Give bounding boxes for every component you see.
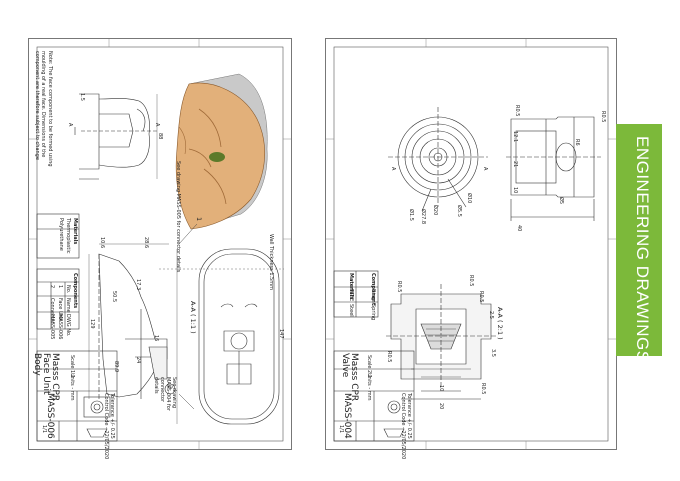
valve-tolerance: Tolerance +/- 0.25 — [406, 393, 412, 439]
valve-sec-dim-0: R0.5 — [396, 281, 402, 293]
valve-sec-dim-4: 20 — [438, 403, 444, 410]
valve-section-marker-2: A — [482, 167, 488, 171]
face-unit-front-view — [198, 248, 280, 425]
materials-heading: Materials — [72, 218, 78, 245]
drawing-sheet-face-unit: Note: The face component to be formed us… — [28, 38, 292, 459]
dim-3: 17.3 — [135, 279, 141, 291]
valve-top-view — [388, 107, 488, 212]
components-col-name: Name — [65, 298, 71, 313]
valve-sec-dim-5: 10 — [438, 385, 444, 392]
components-row-1-dwg: MASS-006 — [57, 314, 63, 340]
face-unit-tolerance: Tolerance +/- 0.25 — [109, 393, 115, 439]
dim-4: 129 — [89, 319, 95, 329]
wall-thickness-note: Wall Thickness 1.5mm — [268, 234, 274, 291]
valve-dim-d10: Ø10 — [466, 193, 472, 204]
balloon-2: 2 — [166, 385, 174, 390]
parts-row-1-mat: PTFE — [348, 289, 354, 302]
valve-dim-d20: Ø20 — [432, 205, 438, 216]
valve-drawing — [326, 39, 616, 449]
face-unit-drawing — [29, 39, 291, 449]
valve-dim-r05-b: R0.5 — [600, 111, 606, 123]
valve-dim-r05-a: R0.5 — [514, 105, 520, 117]
parts-row-2-name: Spring — [370, 304, 376, 321]
face-unit-render — [175, 73, 268, 230]
valve-dim-10: 10 — [512, 187, 518, 194]
valve-sec-dim-6: R0.5 — [480, 383, 486, 395]
face-unit-note: Note: The face component to be formed us… — [34, 51, 53, 167]
dim-8: 1.5 — [79, 93, 85, 101]
face-unit-sheet: 1/1 — [41, 425, 47, 434]
dim-7: 24 — [135, 357, 141, 364]
face-unit-section-label: A-A ( 1:1 ) — [189, 301, 197, 334]
parts-row-2-mat: Steel — [348, 304, 354, 317]
components-row-2-dwg: MASS-005 — [49, 314, 55, 340]
valve-dim-d15: Ø1.5 — [408, 209, 414, 221]
face-unit-side-profile — [98, 253, 176, 399]
dim-0: 10.6 — [99, 237, 105, 249]
valve-dim-40: 40 — [516, 225, 522, 232]
valve-sheet: 1/1 — [338, 425, 344, 434]
valve-sec-dim-3: R0.5 — [386, 351, 392, 363]
dim-5: 89.9 — [113, 361, 119, 373]
materials-row-1: Thermoplastic — [65, 218, 71, 254]
valve-parts-table — [333, 270, 379, 318]
valve-side-view — [506, 116, 601, 221]
components-row-1-no: 1 — [57, 285, 63, 289]
section-marker-a-left-2: A — [154, 123, 160, 127]
engineering-drawings-banner: ENGINEERING DRAWINGS — [616, 124, 662, 363]
dim-front-width: 147 — [278, 329, 284, 339]
components-row-2-no: 2 — [49, 285, 55, 289]
valve-dim-121: 12.1 — [512, 131, 518, 143]
drawing-sheet-valve: A-A ( 2:1 ) R0.5 12.1 21 R0.5 R6 40 10 Ø… — [325, 38, 617, 459]
section-marker-a-left-1: A — [67, 123, 73, 127]
valve-section-marker-1: A — [390, 167, 396, 171]
valve-control: Control Code - 22/05/2020 — [400, 393, 406, 460]
valve-section-view — [386, 284, 496, 400]
face-unit-units: Units - mm — [69, 373, 75, 401]
face-unit-title-block — [36, 213, 118, 442]
dim-2: 50.5 — [111, 291, 117, 303]
valve-dim-d278: Ø27.8 — [420, 209, 426, 225]
valve-units: Units - mm — [366, 373, 372, 401]
components-heading: Components — [72, 273, 78, 309]
valve-dim-d5: Ø5 — [558, 197, 564, 205]
face-unit-top-view — [74, 93, 157, 180]
valve-dim-21: 21 — [512, 161, 518, 168]
face-unit-control: Control Code - 22/05/2020 — [103, 393, 109, 460]
connector-note-2: See drawing MASS-004 for connector detai… — [153, 377, 177, 411]
valve-sec-dim-8: R0.5 — [478, 291, 484, 303]
dim-6: 16 — [153, 335, 159, 342]
components-col-dwg: DWG No. — [65, 314, 71, 337]
connector-note-1: See drawing MASS-005 for connector detai… — [175, 161, 181, 273]
dim-1: 28.6 — [143, 237, 149, 249]
balloon-1: 1 — [195, 217, 203, 222]
banner-label: ENGINEERING DRAWINGS — [633, 136, 652, 363]
valve-sec-dim-2: 2.5 — [488, 311, 494, 319]
valve-dim-r6: R6 — [574, 139, 580, 146]
components-col-no: No. — [65, 285, 71, 294]
valve-title-block — [333, 350, 415, 442]
valve-sec-dim-7: 3.5 — [490, 349, 496, 357]
valve-sec-dim-1: R0.5 — [468, 275, 474, 287]
parts-row-1-name: Ring — [370, 289, 376, 301]
dim-overall-height: 88 — [157, 133, 163, 140]
materials-row-2: Polyurethane — [58, 218, 64, 251]
valve-dim-d55: Ø5.5 — [456, 205, 462, 217]
valve-section-label: A-A ( 2:1 ) — [496, 307, 504, 340]
